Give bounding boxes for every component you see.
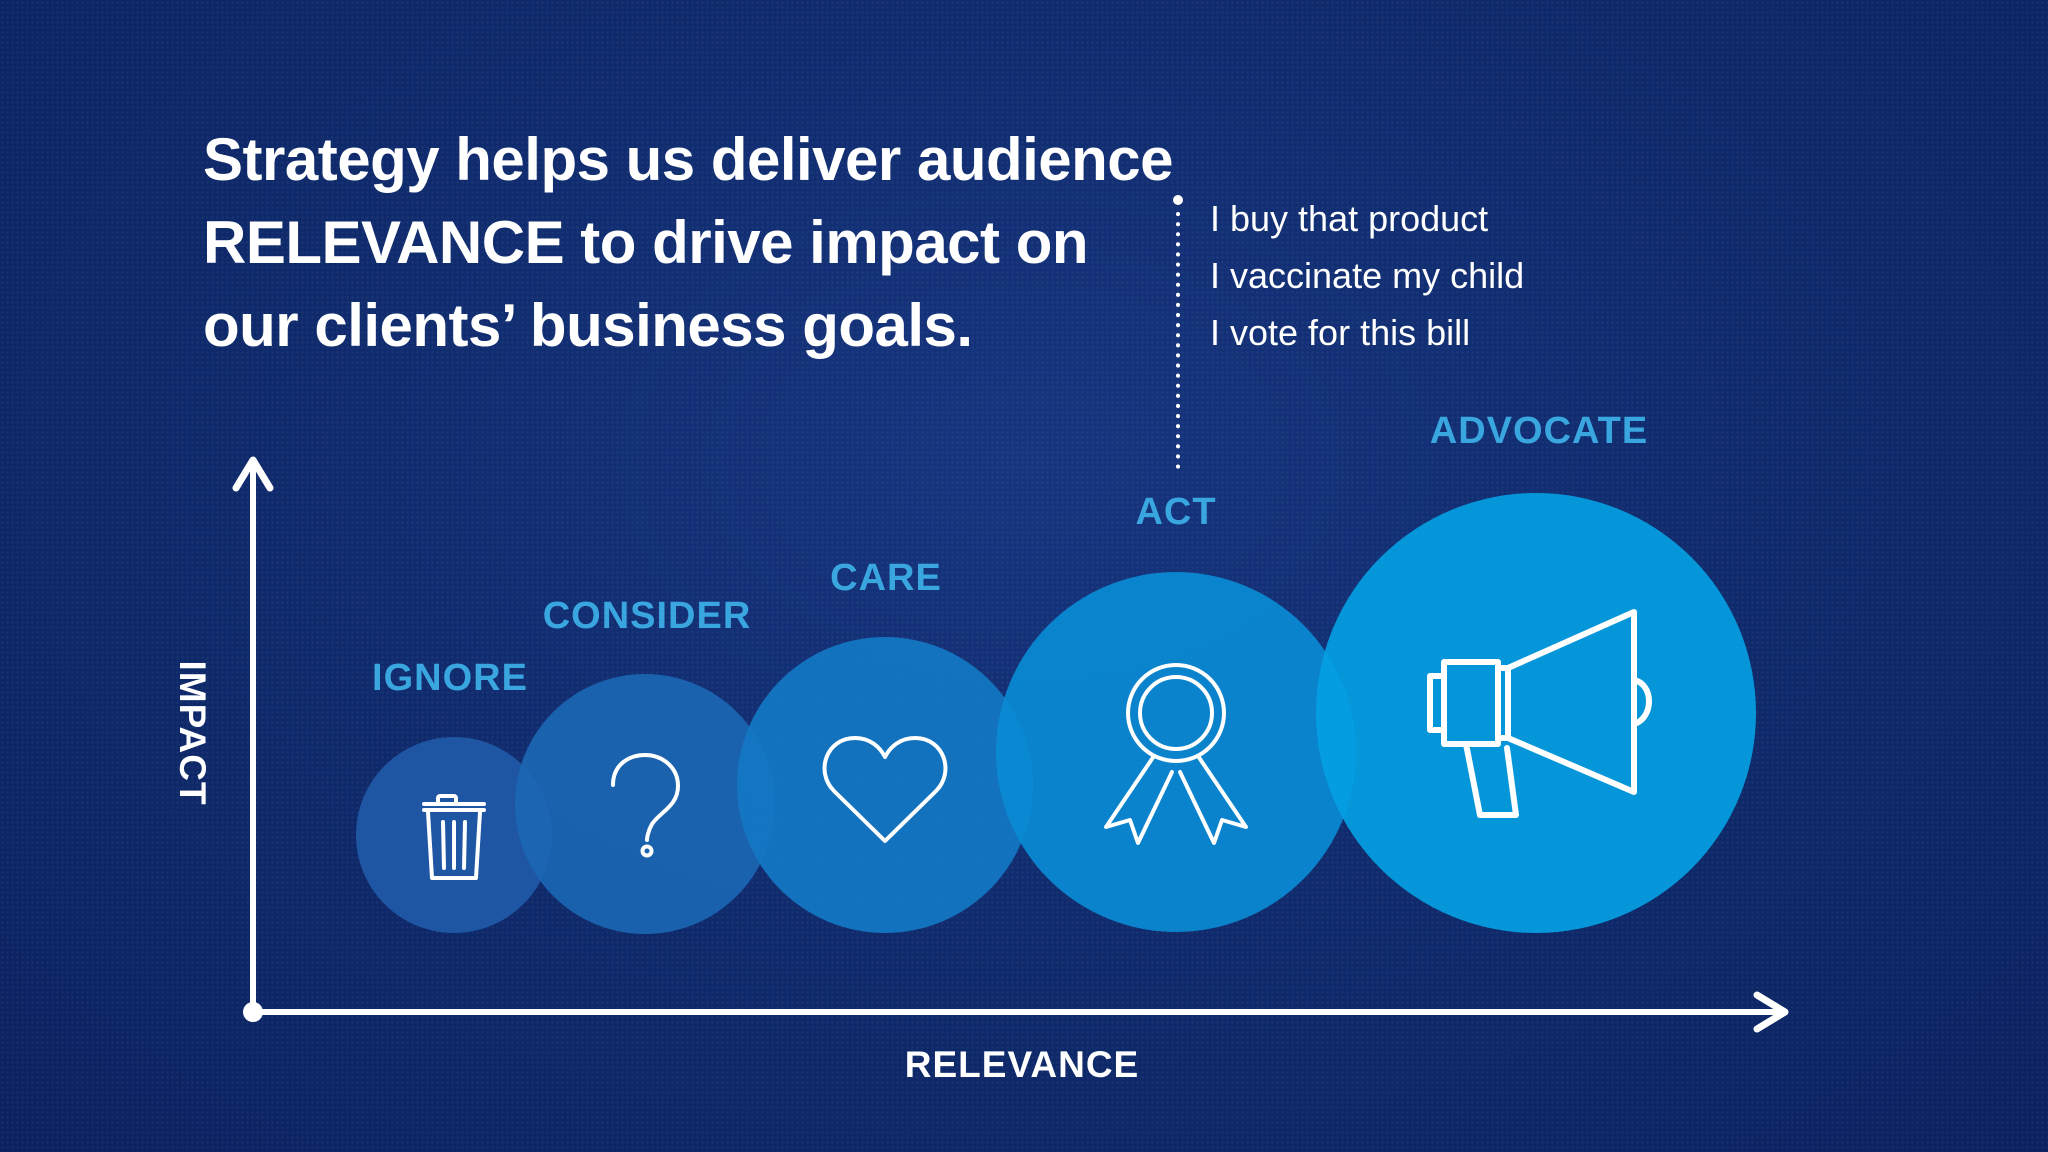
act-examples-list: I buy that product I vaccinate my child … xyxy=(1210,190,1524,361)
stage-label-ignore: IGNORE xyxy=(372,657,528,699)
act-example-item: I vaccinate my child xyxy=(1210,255,1525,296)
x-axis xyxy=(243,991,1789,1033)
megaphone-icon xyxy=(1427,609,1652,818)
act-example-item: I vote for this bill xyxy=(1210,312,1471,353)
stage-label-consider: CONSIDER xyxy=(543,595,752,637)
stage-circle-care xyxy=(737,637,1033,933)
stage-consider xyxy=(515,674,775,934)
heart-icon xyxy=(822,736,948,843)
stage-circle-advocate xyxy=(1316,493,1756,933)
headline: Strategy helps us deliver audience RELEV… xyxy=(203,118,1174,367)
question-mark-icon xyxy=(611,753,680,858)
headline-line-2: RELEVANCE to drive impact on xyxy=(203,209,1089,276)
act-example-item: I buy that product xyxy=(1210,198,1489,239)
stage-label-act: ACT xyxy=(1135,491,1216,533)
stage-care xyxy=(737,637,1033,933)
stage-act xyxy=(996,572,1356,932)
y-axis-label: IMPACT xyxy=(172,660,213,805)
y-axis-arrowhead xyxy=(232,456,274,492)
award-ribbon-icon xyxy=(1104,663,1248,845)
headline-line-1: Strategy helps us deliver audience xyxy=(203,126,1174,193)
stage-circle-consider xyxy=(515,674,775,934)
x-axis-arrowhead xyxy=(1753,991,1789,1033)
x-axis-label: RELEVANCE xyxy=(905,1044,1139,1085)
headline-line-3: our clients’ business goals. xyxy=(203,292,973,359)
y-axis xyxy=(232,456,274,1015)
stage-circle-act xyxy=(996,572,1356,932)
stage-label-advocate: ADVOCATE xyxy=(1430,410,1648,452)
axis-origin-dot xyxy=(243,1002,263,1022)
stage-advocate xyxy=(1316,493,1756,933)
stage-label-care: CARE xyxy=(830,557,942,599)
connector-dot xyxy=(1173,195,1183,205)
trash-can-icon xyxy=(422,794,486,880)
